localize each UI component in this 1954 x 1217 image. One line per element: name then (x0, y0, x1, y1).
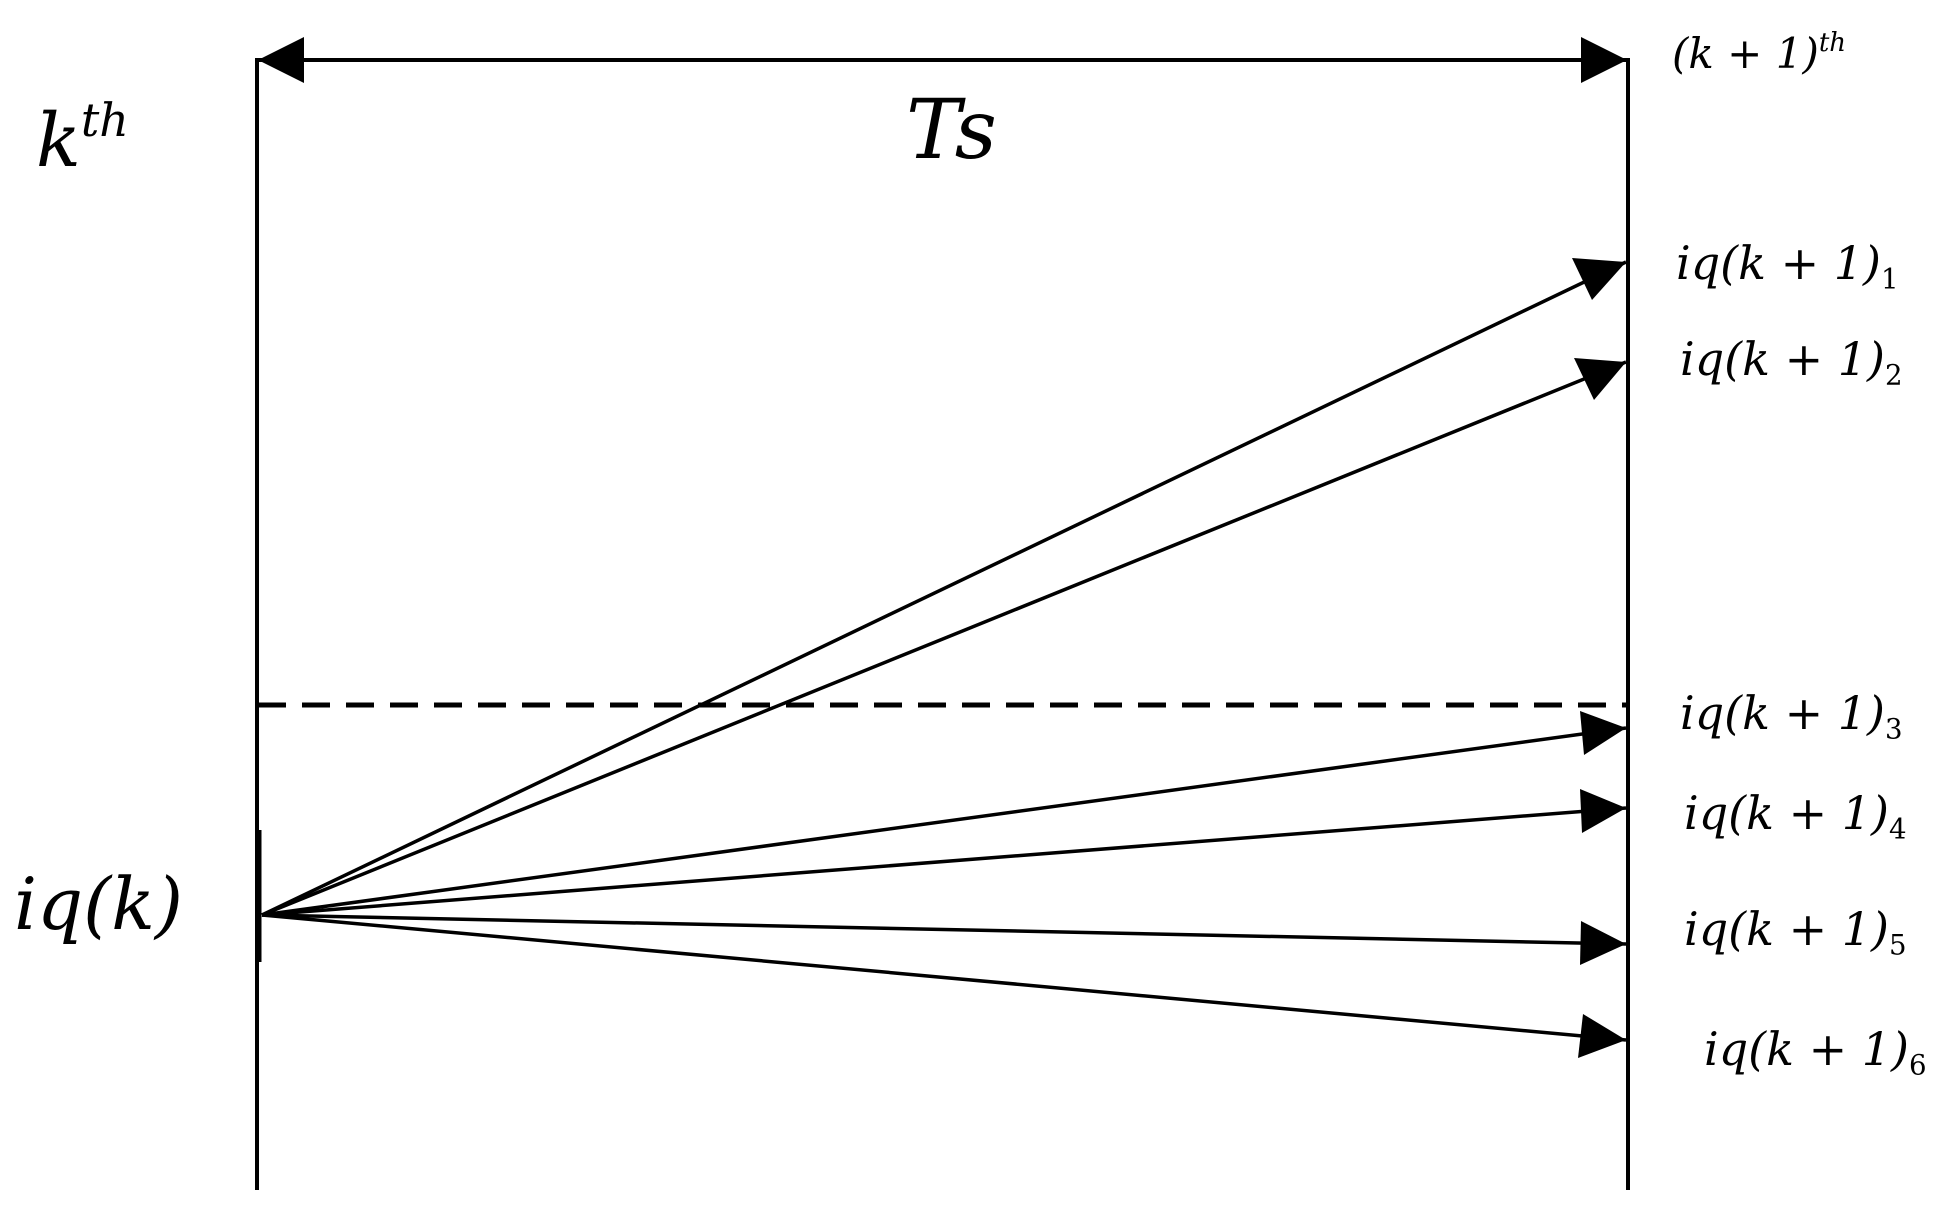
k1th-label-sup: th (1818, 28, 1847, 58)
predicted-label-3-base: iq(k + 1) (1680, 686, 1885, 740)
prediction-arrow-6 (261, 913, 1627, 1042)
predicted-label-5-base: iq(k + 1) (1684, 902, 1889, 956)
k1th-label: (k + 1)th (1672, 30, 1846, 75)
predicted-label-3-sub: 3 (1884, 712, 1903, 746)
predicted-label-2: iq(k + 1)2 (1680, 336, 1903, 389)
arrow-head-6 (1578, 1014, 1626, 1058)
prediction-arrows (261, 260, 1627, 1042)
predicted-label-5: iq(k + 1)5 (1684, 906, 1907, 959)
arrow-heads (1572, 258, 1626, 1058)
predicted-label-2-base: iq(k + 1) (1680, 332, 1885, 386)
arrow-head-2 (1574, 358, 1626, 400)
kth-label: kth (36, 97, 129, 178)
arrow-head-5 (1580, 921, 1626, 965)
prediction-arrow-4 (261, 806, 1627, 917)
predicted-label-6-sub: 6 (1908, 1048, 1927, 1082)
arrow-head-1 (1572, 258, 1626, 300)
predicted-label-6: iq(k + 1)6 (1704, 1026, 1927, 1079)
predicted-label-5-sub: 5 (1888, 928, 1907, 962)
arrow-head-4 (1580, 789, 1626, 833)
prediction-arrow-2 (261, 360, 1627, 917)
iq-k-label: iq(k) (14, 862, 183, 946)
predicted-label-4-sub: 4 (1888, 812, 1907, 846)
kth-label-base: k (36, 97, 81, 184)
prediction-arrow-5 (261, 913, 1627, 946)
prediction-arrow-1 (261, 260, 1627, 917)
predicted-label-4-base: iq(k + 1) (1684, 786, 1889, 840)
k1th-label-base: (k + 1) (1672, 28, 1819, 78)
predicted-label-1-base: iq(k + 1) (1676, 236, 1881, 290)
predicted-label-1: iq(k + 1)1 (1676, 240, 1899, 293)
arrow-head-3 (1580, 711, 1626, 755)
predicted-label-1-sub: 1 (1880, 262, 1899, 296)
ts-label: Ts (906, 83, 997, 178)
kth-label-sup: th (80, 93, 129, 147)
prediction-arrow-3 (261, 726, 1627, 917)
predicted-label-4: iq(k + 1)4 (1684, 790, 1907, 843)
predicted-label-3: iq(k + 1)3 (1680, 690, 1903, 743)
predicted-label-2-sub: 2 (1884, 358, 1903, 392)
predicted-label-6-base: iq(k + 1) (1704, 1022, 1909, 1076)
